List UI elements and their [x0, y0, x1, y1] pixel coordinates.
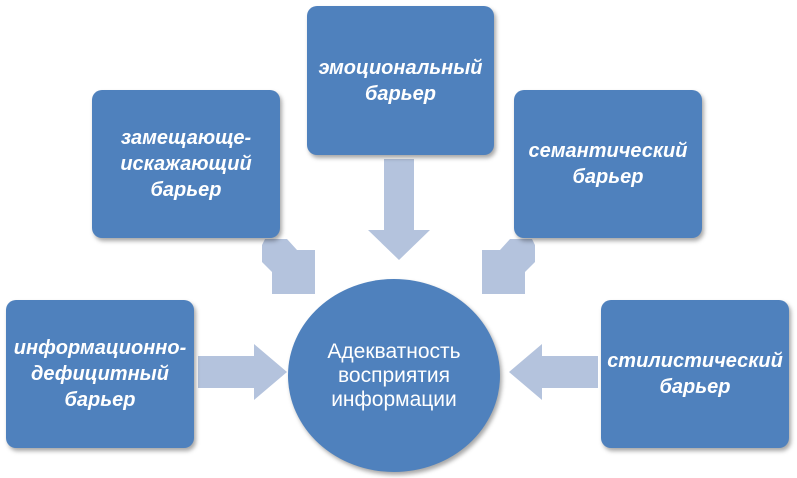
arrow-stylistic [509, 344, 598, 400]
stylistic-barrier-box: стилистический барьер [601, 300, 789, 448]
semantic-barrier-label: семантический барьер [528, 140, 688, 188]
arrow-emotional [368, 159, 430, 260]
information-deficit-barrier-box: информационно- дефицитный барьер [6, 300, 194, 448]
arrow-information-deficit [198, 344, 287, 400]
emotional-barrier-label: эмоциональный барьер [318, 56, 483, 105]
substituting-barrier-label: замещающе- искажающий барьер [120, 127, 252, 201]
information-deficit-barrier-label: информационно- дефицитный барьер [13, 337, 187, 411]
emotional-barrier-box: эмоциональный барьер [307, 6, 494, 155]
substituting-barrier-box: замещающе- искажающий барьер [92, 90, 280, 238]
central-concept-circle: Адекватность восприятия информации [288, 279, 500, 472]
central-concept-label: Адекватность восприятия информации [327, 339, 461, 411]
arrow-substituting [262, 239, 315, 294]
stylistic-barrier-label: стилистический барьер [607, 350, 783, 398]
semantic-barrier-box: семантический барьер [514, 90, 702, 238]
arrow-semantic [482, 239, 535, 294]
